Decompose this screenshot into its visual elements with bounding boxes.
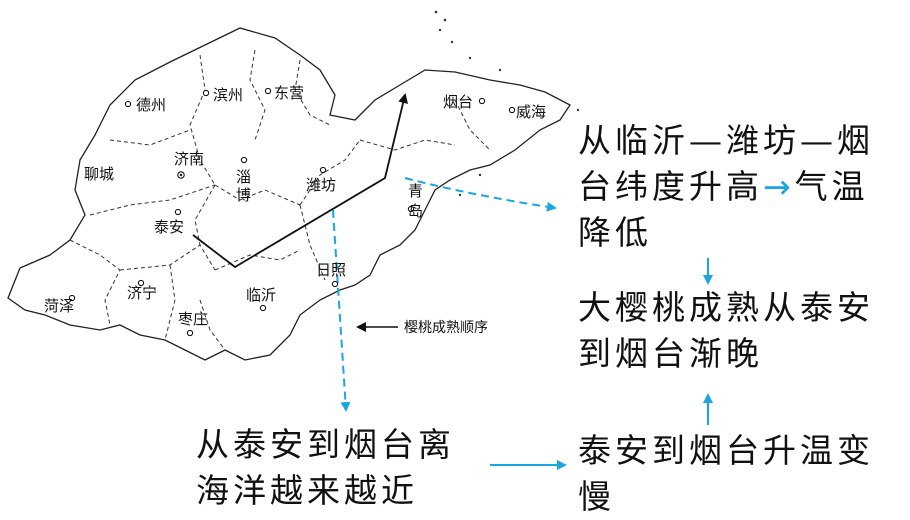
city-yantai: 烟台 (443, 93, 486, 111)
city-dot-zaozhuang (186, 329, 194, 337)
city-dot-dongying (264, 87, 272, 95)
city-label-weifang: 潍坊 (306, 176, 336, 194)
city-label-zaozhuang: 枣庄 (178, 310, 208, 328)
city-qingdao: 青岛 (407, 182, 423, 220)
city-dot-taian (174, 208, 182, 216)
note-ripening-line2: 到烟台渐晚 (578, 334, 763, 373)
city-label-binzhou: 滨州 (213, 86, 243, 104)
city-jinan: 济南 (174, 150, 204, 179)
city-dongying: 东营 (264, 84, 304, 102)
city-label-heze: 菏泽 (44, 297, 74, 315)
city-markers: 德州 滨州 东营烟台威海聊城 济南淄博 潍坊 青岛泰安日照菏泽 济宁 临沂枣庄 (44, 84, 546, 337)
city-dot-binzhou (202, 89, 210, 97)
city-zaozhuang: 枣庄 (178, 310, 208, 337)
coastal-islands (434, 10, 580, 197)
city-dot-heze (68, 294, 76, 302)
city-label-rizhao: 日照 (316, 261, 346, 279)
city-label-qingdao: 青岛 (408, 182, 423, 220)
city-dot-jining (137, 279, 145, 287)
note-latitude: 从临沂—潍坊—烟 台纬度升高→气温 降低 (578, 118, 874, 256)
city-binzhou: 滨州 (202, 86, 243, 104)
city-jining: 济宁 (127, 279, 157, 302)
city-dot-weifang (319, 166, 327, 174)
city-label-jinan: 济南 (174, 150, 204, 168)
city-label-linyi: 临沂 (246, 286, 276, 304)
city-rizhao: 日照 (316, 261, 346, 288)
note-ocean-line1: 从泰安到烟台离 (196, 425, 455, 464)
note-warming: 泰安到烟台升温变 慢 (578, 428, 874, 520)
city-dot-linyi (259, 304, 267, 312)
city-label-yantai: 烟台 (443, 93, 473, 111)
prefecture-boundaries (69, 49, 491, 351)
blue-dashed-arrow-south (332, 209, 351, 412)
city-zibo: 淄博 (236, 156, 251, 204)
city-label-taian: 泰安 (154, 218, 184, 236)
note-latitude-line2a: 台纬度升高 (578, 167, 763, 206)
legend-label: 樱桃成熟顺序 (404, 319, 488, 336)
note-latitude-line1: 从临沂—潍坊—烟 (578, 121, 874, 160)
city-heze: 菏泽 (44, 294, 76, 315)
note-warming-line1: 泰安到烟台升温变 (578, 431, 874, 470)
city-dot-zibo (240, 156, 248, 164)
city-dot-qingdao (407, 205, 415, 213)
city-label-jining: 济宁 (127, 284, 157, 302)
note-latitude-line2b: 气温 (794, 167, 869, 206)
note-ripening: 大樱桃成熟从泰安 到烟台渐晚 (578, 285, 874, 377)
capital-dot-jinan (179, 173, 183, 177)
city-liaocheng: 聊城 (84, 165, 114, 183)
city-dezhou: 德州 (124, 96, 166, 114)
city-dot-dezhou (124, 100, 132, 108)
city-label-zibo: 淄博 (236, 168, 251, 204)
city-label-liaocheng: 聊城 (84, 165, 114, 183)
city-taian: 泰安 (154, 208, 184, 236)
note-latitude-line3: 降低 (578, 213, 652, 252)
city-weifang: 潍坊 (306, 166, 336, 194)
note-latitude-line2: 台纬度升高→气温 (578, 164, 874, 210)
inline-arrow-icon: → (763, 167, 795, 206)
blue-dashed-arrow-east (404, 177, 557, 212)
city-dot-yantai (478, 97, 486, 105)
city-label-dongying: 东营 (274, 84, 304, 102)
city-dot-rizhao (331, 280, 339, 288)
note-ocean: 从泰安到烟台离 海洋越来越近 (196, 422, 455, 514)
city-weihai: 威海 (508, 103, 546, 121)
province-outline (7, 27, 571, 361)
note-ocean-line2: 海洋越来越近 (196, 471, 418, 510)
ripening-order-line (192, 93, 408, 269)
city-label-dezhou: 德州 (136, 96, 166, 114)
note-warming-line2: 慢 (578, 477, 615, 516)
city-label-weihai: 威海 (516, 103, 546, 121)
note-ripening-line1: 大樱桃成熟从泰安 (578, 288, 874, 327)
city-linyi: 临沂 (246, 286, 276, 312)
city-dot-weihai (508, 106, 516, 114)
